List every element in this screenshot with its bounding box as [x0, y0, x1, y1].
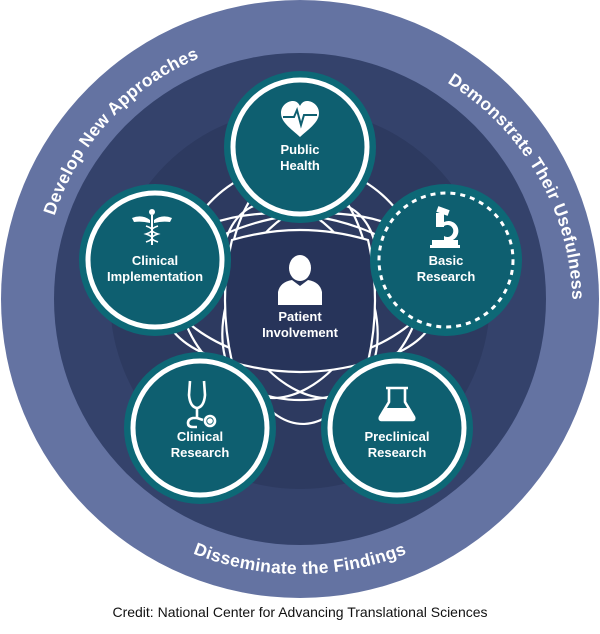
translational-science-diagram: Develop New Approaches Demonstrate Their… — [1, 0, 599, 598]
node-label-line2: Implementation — [107, 269, 203, 284]
node-clinical-implementation[interactable]: Clinical Implementation — [79, 184, 231, 336]
stethoscope-icon — [186, 380, 217, 429]
node-label-line1: Public — [280, 142, 319, 157]
microscope-icon — [430, 206, 460, 248]
node-label-line1: Basic — [429, 253, 464, 268]
node-label-line1: Clinical — [177, 429, 223, 444]
center-label-line2: Involvement — [262, 325, 339, 340]
heart-pulse-icon — [281, 101, 319, 137]
node-public-health[interactable]: Public Health — [224, 71, 376, 223]
person-icon — [278, 255, 322, 305]
node-basic-research[interactable]: Basic Research — [370, 184, 522, 336]
caduceus-icon — [132, 209, 172, 245]
center-label-line1: Patient — [278, 309, 322, 324]
node-label-line2: Health — [280, 158, 320, 173]
node-preclinical-research[interactable]: Preclinical Research — [321, 352, 473, 504]
node-label-line2: Research — [368, 445, 427, 460]
node-label-line2: Research — [171, 445, 230, 460]
flask-icon — [378, 386, 416, 422]
node-clinical-research[interactable]: Clinical Research — [124, 352, 276, 504]
node-label-line1: Clinical — [132, 253, 178, 268]
node-label-line2: Research — [417, 269, 476, 284]
node-label-line1: Preclinical — [364, 429, 429, 444]
credit-caption: Credit: National Center for Advancing Tr… — [112, 604, 488, 620]
